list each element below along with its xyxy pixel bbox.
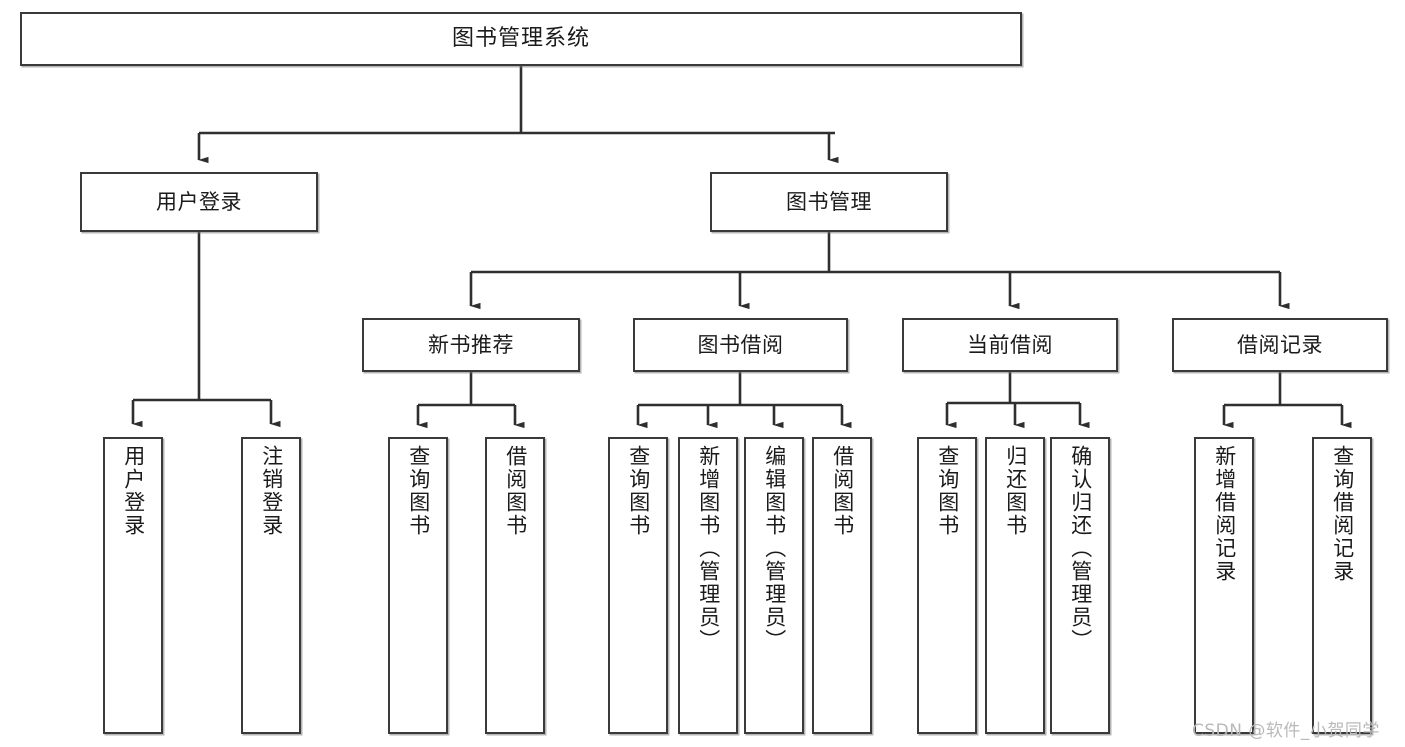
node-label: 图书管理: [786, 189, 872, 214]
node-new-book-recommend[interactable]: 新书推荐: [362, 318, 580, 372]
node-label: 查询图书: [406, 445, 431, 537]
leaf-confirm-return-admin[interactable]: 确认归还（管理员）: [1050, 437, 1110, 734]
node-book-borrow[interactable]: 图书借阅: [633, 318, 848, 372]
leaf-edit-book-admin[interactable]: 编辑图书（管理员）: [744, 437, 804, 734]
node-label: 查询图书: [935, 445, 960, 537]
node-user-login[interactable]: 用户登录: [80, 172, 318, 232]
leaf-borrow-book[interactable]: 借阅图书: [812, 437, 872, 734]
csdn-watermark: CSDN @软件_小贺同学: [1192, 721, 1380, 741]
node-label: 借阅记录: [1237, 332, 1323, 357]
node-label: 查询图书: [626, 445, 651, 537]
node-book-management-system[interactable]: 图书管理系统: [20, 12, 1022, 66]
node-label: 图书借阅: [697, 332, 784, 357]
node-label: 新增借阅记录: [1212, 445, 1237, 583]
leaf-user-logout[interactable]: 注销登录: [241, 437, 301, 734]
edge-root-to-level2: [197, 66, 839, 164]
edge-new-book-recommend-to-leaves: [416, 372, 525, 429]
node-label: 借阅图书: [503, 445, 528, 537]
leaf-borrow-book-recommend[interactable]: 借阅图书: [485, 437, 545, 734]
leaf-return-book[interactable]: 归还图书: [985, 437, 1045, 734]
node-book-management[interactable]: 图书管理: [710, 172, 948, 232]
node-label: 编辑图书（管理员）: [762, 445, 787, 652]
edge-book-management-to-level3: [469, 232, 1290, 310]
leaf-query-book-current[interactable]: 查询图书: [917, 437, 977, 734]
leaf-add-borrow-record[interactable]: 新增借阅记录: [1194, 437, 1254, 734]
leaf-query-book-recommend[interactable]: 查询图书: [388, 437, 448, 734]
node-label: 图书管理系统: [451, 26, 590, 52]
edge-borrow-record-to-leaves: [1222, 372, 1352, 429]
edge-current-borrow-to-leaves: [945, 372, 1090, 429]
node-label: 新书推荐: [428, 332, 514, 357]
node-label: 注销登录: [259, 445, 284, 537]
leaf-user-login[interactable]: 用户登录: [103, 437, 163, 734]
node-label: 用户登录: [121, 445, 146, 537]
node-label: 新增图书（管理员）: [696, 445, 721, 652]
node-label: 用户登录: [156, 189, 242, 214]
node-label: 当前借阅: [967, 332, 1053, 357]
node-borrow-record[interactable]: 借阅记录: [1172, 318, 1388, 372]
leaf-query-borrow-record[interactable]: 查询借阅记录: [1312, 437, 1372, 734]
node-label: 查询借阅记录: [1330, 445, 1355, 583]
node-current-borrow[interactable]: 当前借阅: [902, 318, 1118, 372]
node-label: 确认归还（管理员）: [1068, 445, 1093, 652]
node-label: 借阅图书: [830, 445, 855, 537]
node-label: 归还图书: [1003, 445, 1028, 537]
edge-book-borrow-to-leaves: [636, 372, 852, 429]
leaf-query-book-borrow[interactable]: 查询图书: [608, 437, 668, 734]
edge-user-login-to-leaves: [131, 232, 281, 428]
leaf-add-book-admin[interactable]: 新增图书（管理员）: [678, 437, 738, 734]
